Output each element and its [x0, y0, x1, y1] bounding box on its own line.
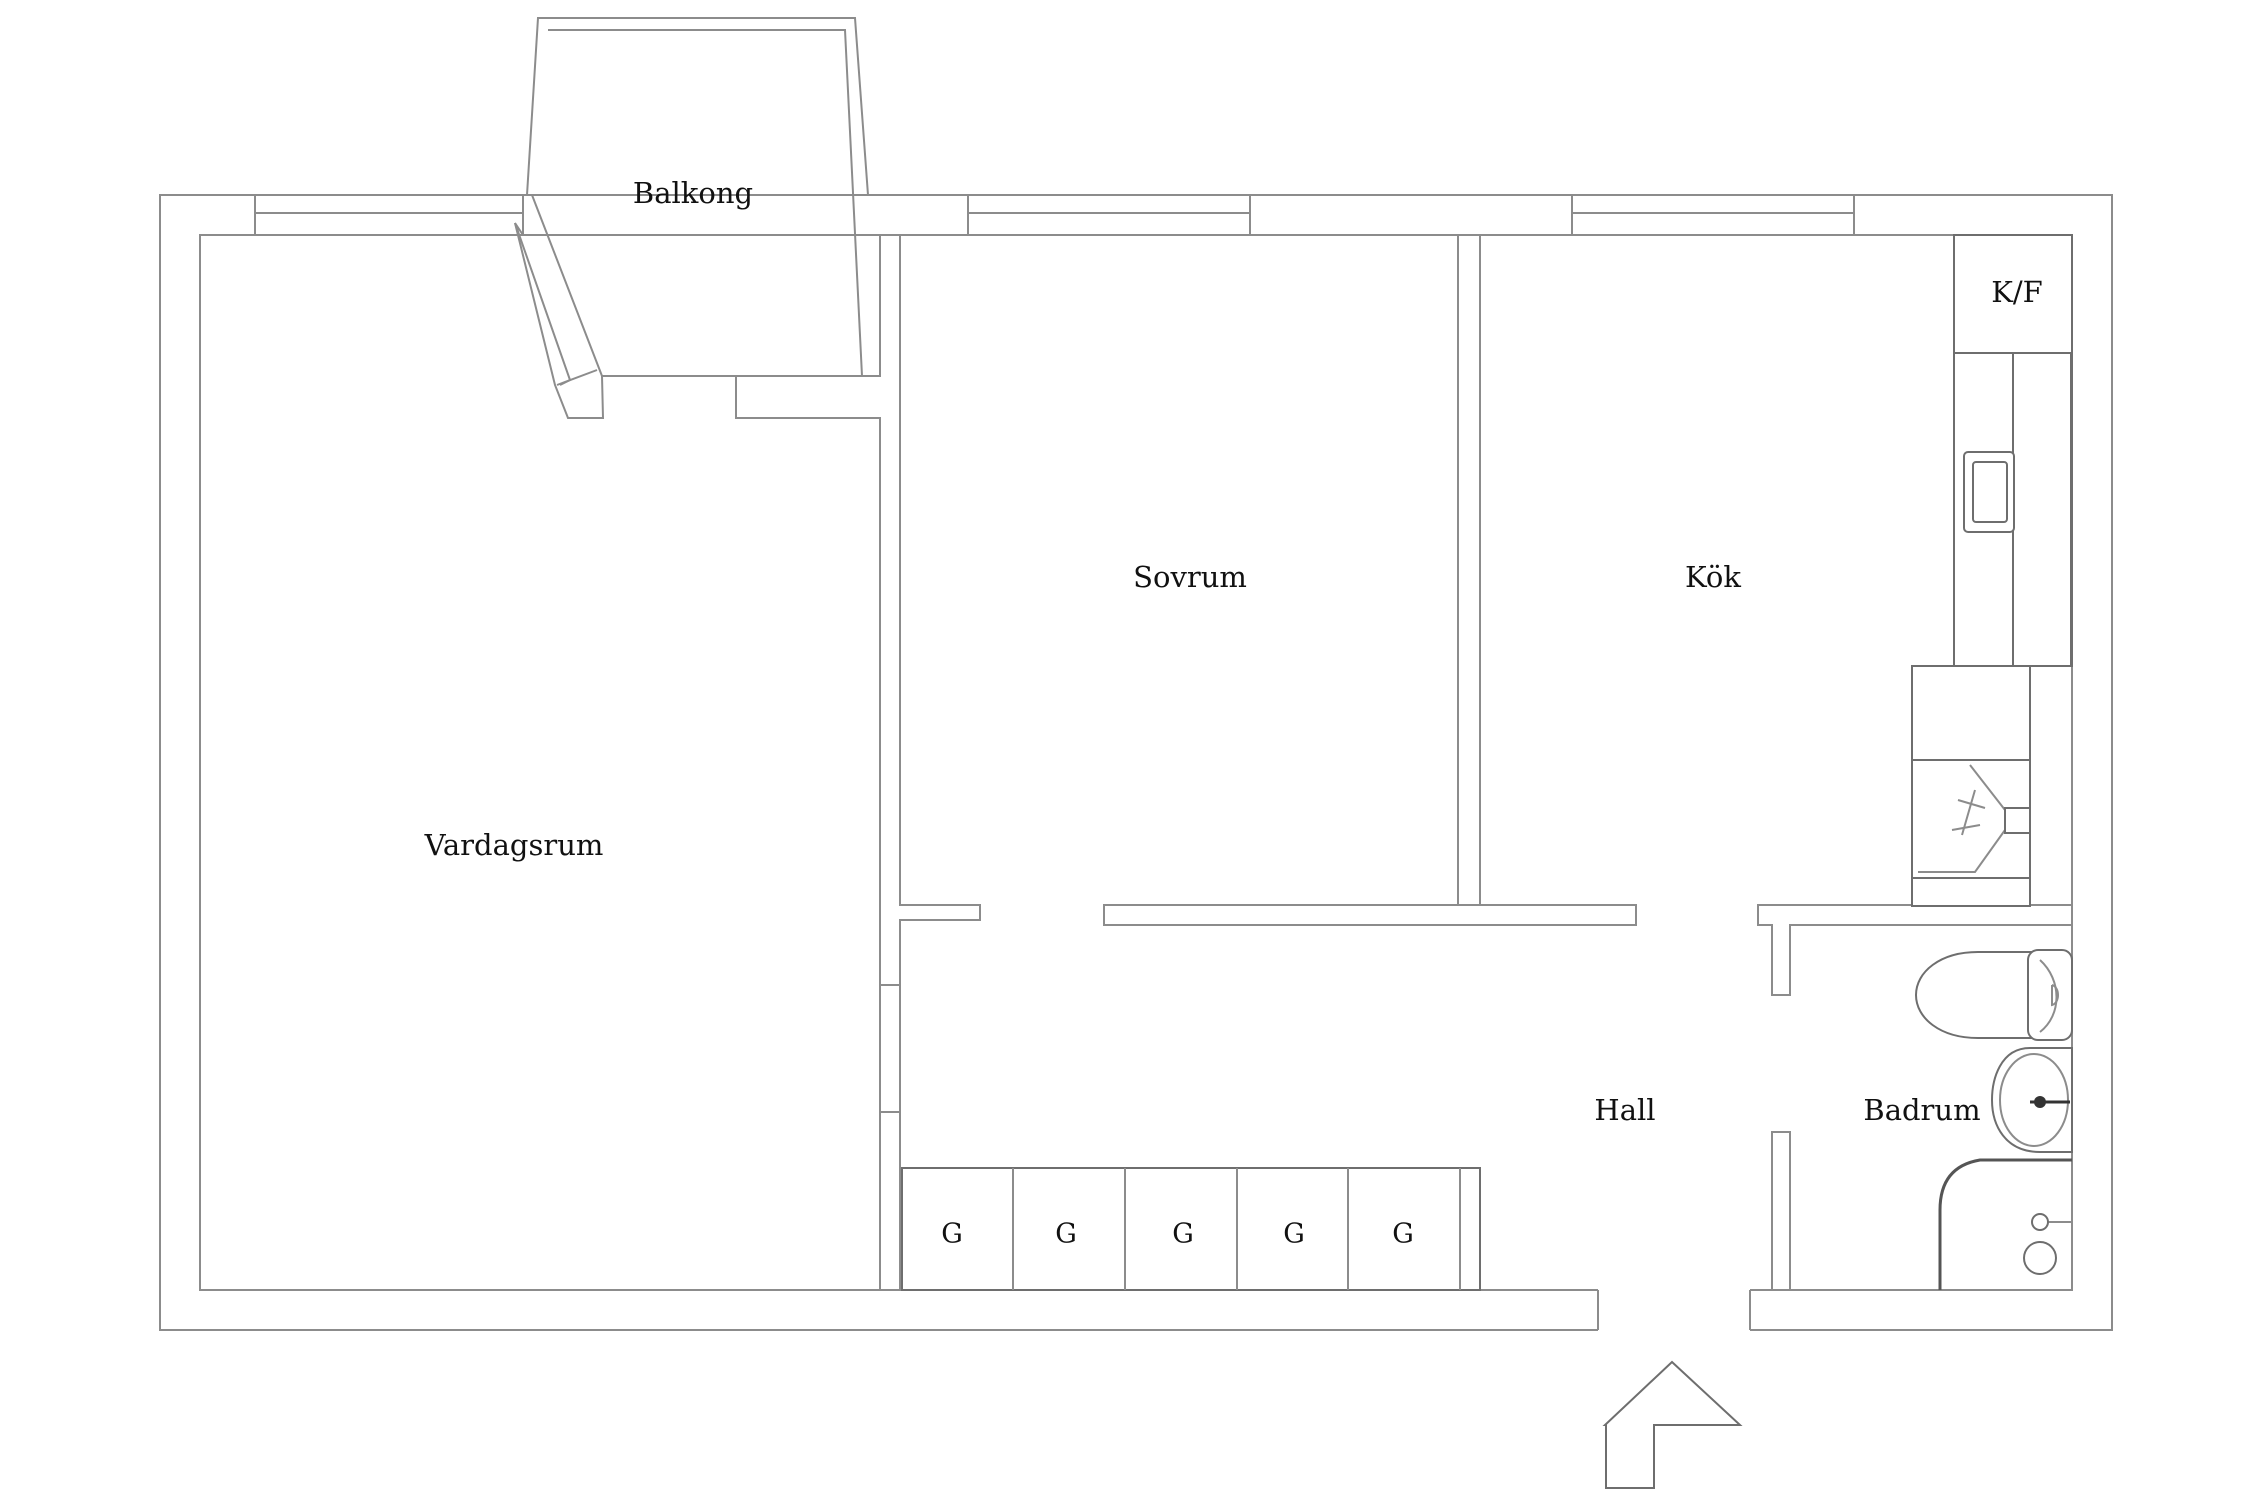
room-label-bedroom: Sovrum: [1133, 560, 1247, 594]
wall-bathroom: [1757, 904, 2073, 996]
room-label-living: Vardagsrum: [424, 828, 604, 862]
entrance-door-opening: [1597, 1288, 1751, 1332]
wardrobe-label: G: [1172, 1218, 1194, 1250]
entrance-arrow-icon: [1602, 1360, 1743, 1489]
fridge-freezer: [1953, 234, 2073, 354]
room-label-balcony: Balkong: [632, 176, 754, 210]
wardrobe-label: G: [1283, 1218, 1305, 1250]
wall-living-bedroom: [735, 234, 981, 986]
toilet-icon: [1914, 949, 2073, 1041]
window-kitchen: [1571, 194, 1855, 236]
wall-bedroom-kitchen: [1457, 234, 1481, 906]
wardrobe-label: G: [1392, 1218, 1414, 1250]
window-living: [254, 194, 524, 236]
room-label-kitchen: Kök: [1685, 560, 1741, 594]
wardrobe-label: G: [941, 1218, 963, 1250]
outer-wall: [159, 194, 2113, 1331]
room-label-fridge-freezer: K/F: [1991, 275, 2043, 309]
window-bedroom: [967, 194, 1251, 236]
wardrobe-row: [901, 1167, 1481, 1291]
stove-icon: [1911, 665, 2031, 907]
shower-icon: [1938, 1158, 2072, 1290]
washbasin-icon: [1990, 1047, 2073, 1153]
wall-corridor: [1103, 904, 1637, 926]
wardrobe-label: G: [1055, 1218, 1077, 1250]
wall-bathroom-lower: [1771, 1131, 1791, 1291]
sink-icon: [1963, 451, 2015, 533]
room-label-bathroom: Badrum: [1863, 1093, 1981, 1127]
wall-hall-left: [879, 1111, 901, 1291]
room-label-hall: Hall: [1594, 1093, 1656, 1127]
